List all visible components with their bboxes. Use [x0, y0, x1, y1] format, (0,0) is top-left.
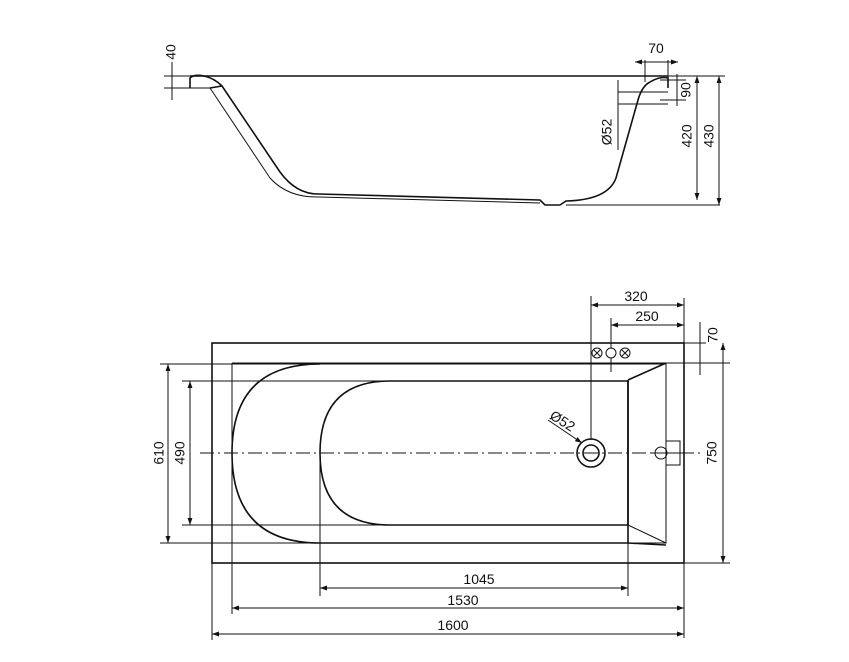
dim-side-d52-label: Ø52 — [599, 119, 615, 146]
dim-320-label: 320 — [624, 288, 648, 304]
dim-420-label: 420 — [679, 124, 695, 148]
dim-70p-label: 70 — [705, 327, 721, 343]
side-tub-body — [209, 81, 651, 206]
dim-1530-label: 1530 — [447, 592, 478, 608]
drain-inner-ring — [582, 444, 600, 462]
dim-70-label: 70 — [648, 40, 664, 56]
side-left-rim — [189, 74, 223, 88]
dim-430-label: 430 — [701, 124, 717, 148]
side-view: 40 70 90 Ø52 420 430 — [163, 40, 725, 206]
dim-490-label: 490 — [172, 441, 188, 465]
dim-1600-label: 1600 — [437, 617, 468, 633]
dim-1045-label: 1045 — [463, 571, 494, 587]
plan-basin-outer — [231, 362, 667, 546]
side-tub-inner-skin — [209, 87, 541, 204]
dim-plan-d52-leader — [547, 419, 583, 444]
dim-90-label: 90 — [678, 82, 694, 98]
plan-corner-bottom — [627, 524, 667, 544]
dim-610-label: 610 — [151, 441, 167, 465]
dim-750-label: 750 — [704, 441, 720, 465]
dim-40-label: 40 — [163, 44, 179, 60]
side-right-rim — [649, 76, 669, 88]
faucet-icon — [591, 347, 631, 372]
dim-250-label: 250 — [635, 308, 659, 324]
plan-view: 320 250 70 Ø52 750 610 490 1045 — [151, 288, 730, 640]
overflow-icon — [650, 440, 684, 466]
